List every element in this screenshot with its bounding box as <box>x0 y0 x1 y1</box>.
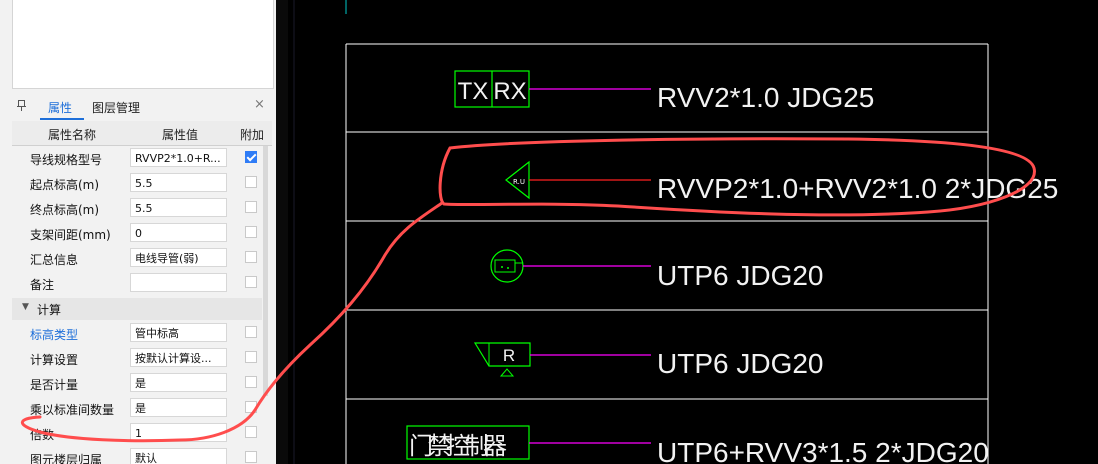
triangle-mark: R.U <box>513 178 525 186</box>
property-name: 导线规格型号 <box>30 153 103 167</box>
property-value-field[interactable]: RVVP2*1.0+R... <box>130 148 227 167</box>
extra-checkbox[interactable] <box>245 326 257 338</box>
table-grid <box>345 43 989 464</box>
property-grid-header: 属性名称 属性值 附加 <box>12 121 272 146</box>
property-name: 支架间距(mm) <box>30 228 111 242</box>
symbol-access-controller[interactable]: 门禁控制器 <box>406 425 530 460</box>
property-value-field[interactable]: 是 <box>130 373 227 392</box>
property-row[interactable]: 起点标高(m) 5.5 <box>12 171 272 196</box>
reader-foot <box>499 368 515 377</box>
extra-checkbox[interactable] <box>245 276 257 288</box>
extra-checkbox[interactable] <box>245 251 257 263</box>
property-name: 图元楼层归属 <box>30 453 103 464</box>
property-row[interactable]: 计算设置 按默认计算设... <box>12 346 272 371</box>
panel-scrollbar[interactable] <box>263 146 268 396</box>
extra-checkbox[interactable] <box>245 151 257 163</box>
active-tab-indicator <box>40 118 84 120</box>
controller-label: 门禁控制器 <box>409 433 507 460</box>
header-extra[interactable]: 附加 <box>240 128 265 142</box>
property-row[interactable]: 汇总信息 电线导管(弱) <box>12 246 272 271</box>
tx-label: TX <box>458 78 489 105</box>
symbol-reader-r[interactable]: R <box>473 342 531 377</box>
wire-label-4: UTP6 JDG20 <box>657 348 824 379</box>
reader-outline <box>473 342 531 367</box>
wire-label-1: RVV2*1.0 JDG25 <box>657 82 874 113</box>
property-row[interactable]: 终点标高(m) 5.5 <box>12 196 272 221</box>
pin-icon[interactable] <box>17 100 26 111</box>
panel-upper-area <box>12 0 274 89</box>
outlet-dot-1 <box>501 266 503 268</box>
tab-properties[interactable]: 属性 <box>48 101 73 115</box>
properties-panel: 属性 图层管理 × 属性名称 属性值 附加 导线规格型号 RVVP2*1.0+R.… <box>0 0 276 464</box>
property-row[interactable]: 图元楼层归属 默认 <box>12 446 272 464</box>
tab-layer-management[interactable]: 图层管理 <box>92 101 141 115</box>
extra-checkbox[interactable] <box>245 201 257 213</box>
property-row[interactable]: 导线规格型号 RVVP2*1.0+R... <box>12 146 272 171</box>
extra-checkbox[interactable] <box>245 451 257 463</box>
property-value-field[interactable] <box>130 273 227 292</box>
outlet-dot-2 <box>507 267 509 269</box>
property-row[interactable]: 乘以标准间数量 是 <box>12 396 272 421</box>
property-name: 乘以标准间数量 <box>30 403 115 417</box>
panel-divider[interactable] <box>276 0 288 464</box>
property-row[interactable]: 备注 <box>12 271 272 296</box>
section-calc[interactable]: ▼ 计算 <box>12 298 262 320</box>
property-name: 汇总信息 <box>30 253 79 267</box>
header-property-value[interactable]: 属性值 <box>162 128 199 142</box>
annotation-arrow-line <box>20 201 444 443</box>
property-value-field[interactable]: 是 <box>130 398 227 417</box>
collapse-arrow-icon[interactable]: ▼ <box>22 302 29 312</box>
property-name: 计算设置 <box>30 353 79 367</box>
property-value-field[interactable]: 按默认计算设... <box>130 348 227 367</box>
property-value-field[interactable]: 管中标高 <box>130 323 227 342</box>
wire-label-5: UTP6+RVV3*1.5 2*JDG20 <box>657 437 989 464</box>
reader-r-label: R <box>503 346 515 365</box>
property-row[interactable]: 标高类型 管中标高 <box>12 321 272 346</box>
property-value-field[interactable]: 0 <box>130 223 227 242</box>
outlet-box <box>494 259 516 273</box>
cad-drawing: TX RX RVV2*1.0 JDG25 R.U RVVP2*1.0+RVV2*… <box>293 0 1058 464</box>
panel-tabbar: 属性 图层管理 × <box>12 94 272 120</box>
close-icon[interactable]: × <box>254 97 265 112</box>
property-row[interactable]: 是否计量 是 <box>12 371 272 396</box>
extra-checkbox[interactable] <box>245 351 257 363</box>
header-property-name[interactable]: 属性名称 <box>48 128 97 142</box>
property-name: 是否计量 <box>30 378 79 392</box>
extra-checkbox[interactable] <box>245 426 257 438</box>
highlight-loop <box>438 137 1036 217</box>
section-calc-label: 计算 <box>37 303 62 317</box>
property-name: 备注 <box>30 278 55 292</box>
extra-checkbox[interactable] <box>245 226 257 238</box>
extra-checkbox[interactable] <box>245 376 257 388</box>
property-name: 终点标高(m) <box>30 203 100 217</box>
property-value-field[interactable]: 电线导管(弱) <box>130 248 227 267</box>
extra-checkbox[interactable] <box>245 176 257 188</box>
property-row[interactable]: 支架间距(mm) 0 <box>12 221 272 246</box>
property-value-field[interactable]: 5.5 <box>130 198 227 217</box>
cad-canvas[interactable]: TX RX RVV2*1.0 JDG25 R.U RVVP2*1.0+RVV2*… <box>288 0 1098 464</box>
property-value-field[interactable]: 5.5 <box>130 173 227 192</box>
wire-label-3: UTP6 JDG20 <box>657 260 824 291</box>
property-value-field[interactable]: 默认 <box>130 448 227 464</box>
property-name: 起点标高(m) <box>30 178 100 192</box>
rx-label: RX <box>493 78 526 105</box>
property-name: 标高类型 <box>30 328 79 342</box>
wire-label-2: RVVP2*1.0+RVV2*1.0 2*JDG25 <box>657 173 1058 204</box>
